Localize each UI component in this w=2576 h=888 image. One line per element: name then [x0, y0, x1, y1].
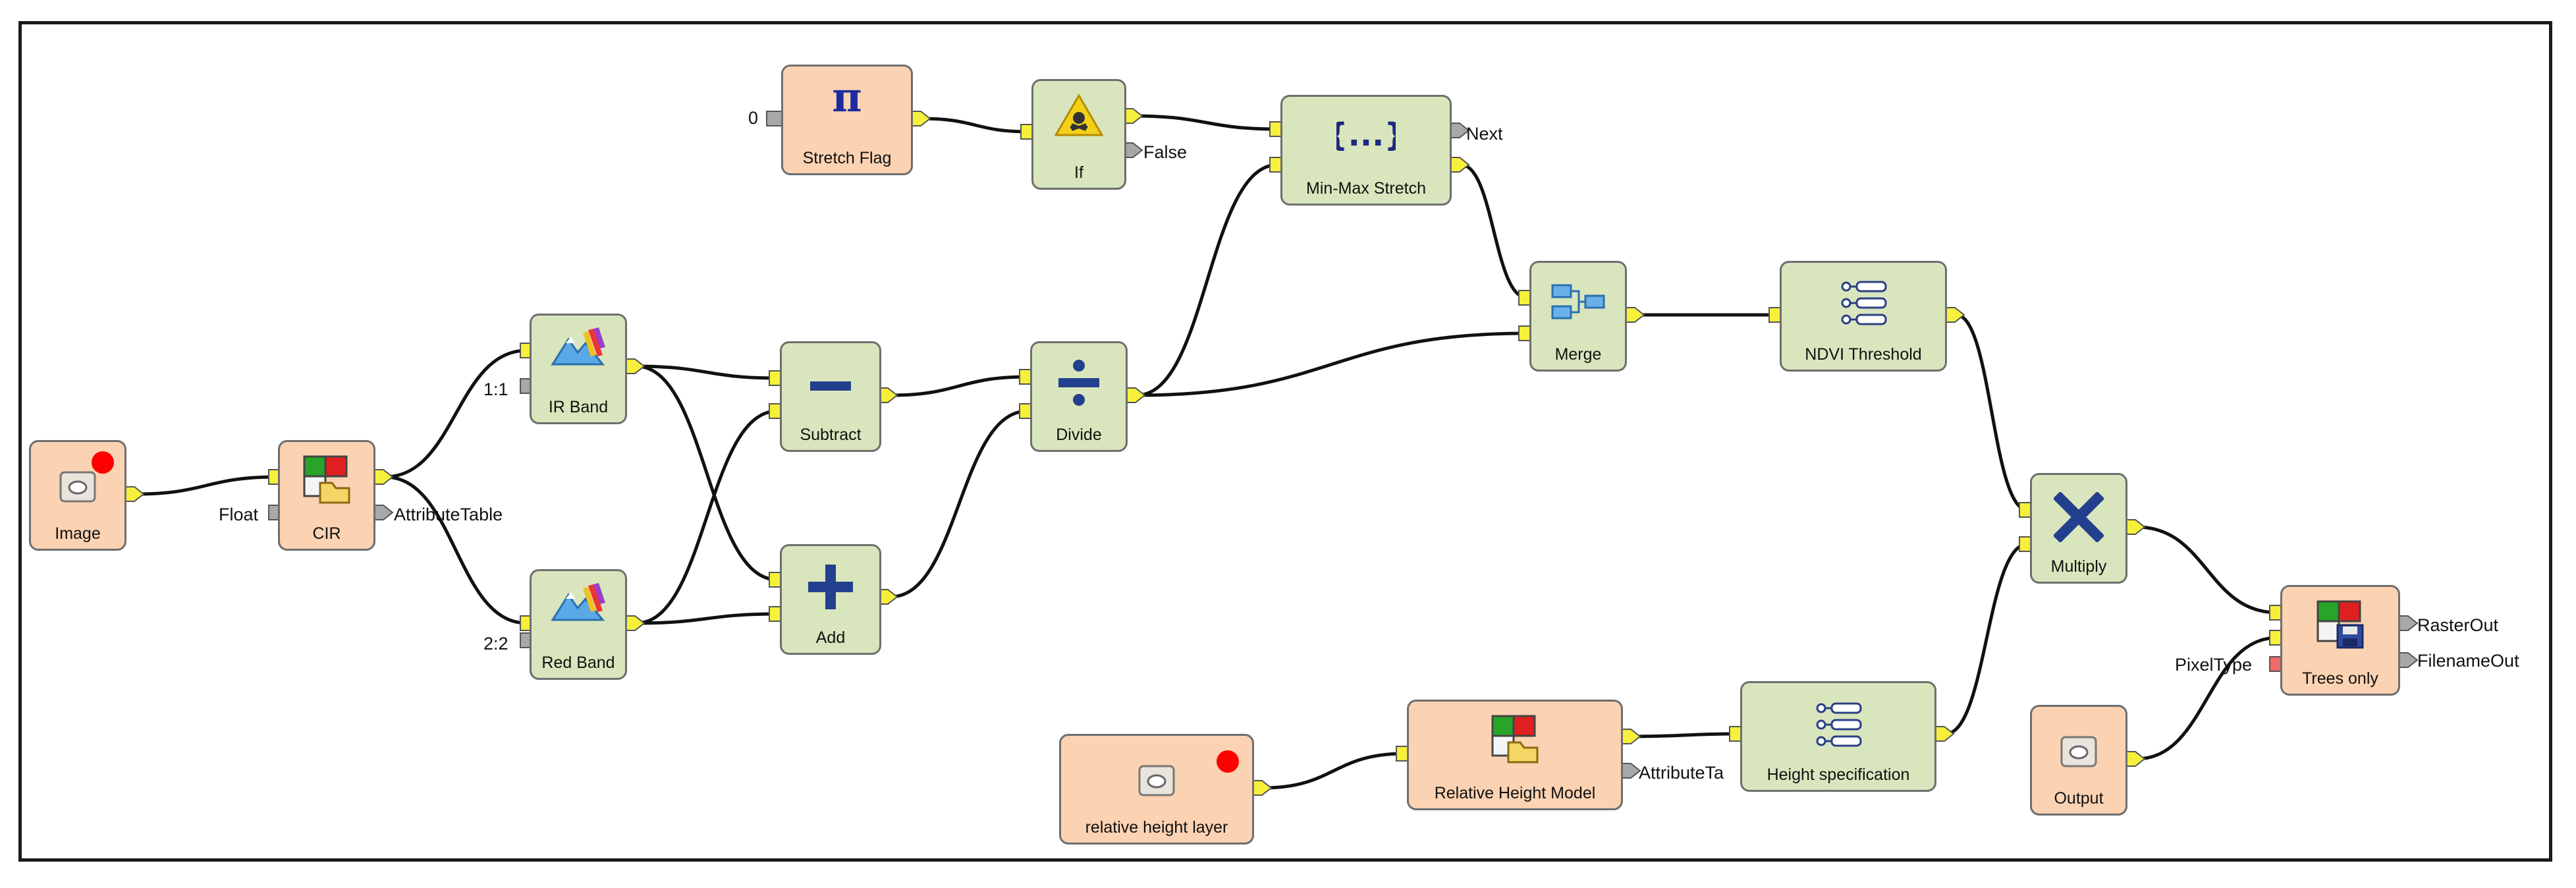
cir-node[interactable]: CIR [278, 440, 375, 551]
connection-redband-add[interactable] [636, 612, 778, 625]
input-data-icon [58, 470, 97, 504]
svg-text:{...}: {...} [1336, 117, 1396, 152]
port-label-false: False [1143, 142, 1188, 162]
raster-folder-icon [1489, 712, 1541, 765]
threshold-list-icon [1812, 700, 1865, 749]
relative-height-model-node[interactable]: Relative Height Model [1407, 700, 1623, 810]
multiply-label: Multiply [2050, 557, 2107, 576]
image-node[interactable]: Image [29, 440, 126, 551]
minus-icon [808, 376, 854, 396]
port-label-zero: 0 [748, 108, 759, 128]
if-label: If [1074, 163, 1083, 182]
multiply-node[interactable]: Multiply [2030, 473, 2127, 584]
connection-divide-merge[interactable] [1136, 331, 1527, 397]
trees-only-label: Trees only [2302, 669, 2378, 688]
red-band-label: Red Band [541, 653, 615, 672]
add-label: Add [815, 628, 846, 647]
image-label: Image [55, 524, 101, 543]
connection-ndvi-multiply[interactable] [1956, 313, 2028, 512]
merge-label: Merge [1554, 345, 1602, 364]
input-marker [92, 451, 114, 474]
raster-save-icon [2314, 597, 2367, 650]
connection-minmax-merge[interactable] [1460, 163, 1527, 300]
subtract-label: Subtract [800, 426, 862, 444]
raster-folder-icon [300, 453, 353, 505]
port-label-pixeltype: PixelType [2175, 655, 2253, 675]
stretch-flag-label: Stretch Flag [802, 149, 892, 167]
connection-irband-add[interactable] [636, 364, 778, 582]
band-extract-icon [550, 326, 607, 374]
svg-text:π: π [832, 77, 862, 119]
connection-image-cir[interactable] [135, 475, 277, 496]
connection-if-minmax[interactable] [1134, 114, 1278, 131]
height-specification-label: Height specification [1767, 765, 1910, 784]
input-marker [1217, 750, 1239, 773]
input-data-icon [1137, 763, 1176, 798]
merge-icon [1550, 281, 1606, 323]
relative-height-layer-label: relative height layer [1085, 818, 1228, 837]
port-label-rasterout: RasterOut [2417, 615, 2499, 635]
connection-rhlayer-rhm[interactable] [1263, 752, 1405, 790]
stretch-flag-node[interactable]: π Stretch Flag [781, 65, 913, 175]
output-node[interactable]: Output [2030, 705, 2127, 816]
trees-only-node[interactable]: Trees only [2280, 585, 2400, 696]
port-label-band-1-1: 1:1 [483, 379, 508, 399]
input-data-icon [2059, 735, 2098, 769]
ndvi-threshold-label: NDVI Threshold [1805, 345, 1922, 364]
subtract-node[interactable]: Subtract [780, 341, 881, 452]
relative-height-model-label: Relative Height Model [1434, 784, 1596, 802]
connection-cir-redband[interactable] [384, 475, 528, 625]
relative-height-layer-node[interactable]: relative height layer [1059, 734, 1254, 845]
port-label-float: Float [219, 505, 259, 524]
band-extract-icon [550, 582, 607, 629]
output-label: Output [2054, 789, 2104, 808]
divide-icon [1056, 356, 1102, 409]
divide-label: Divide [1056, 426, 1102, 444]
multiply-icon [2054, 492, 2104, 542]
cir-label: CIR [312, 524, 341, 543]
connection-divide-minmax[interactable] [1136, 163, 1278, 397]
add-node[interactable]: Add [780, 544, 881, 655]
merge-node[interactable]: Merge [1529, 261, 1627, 372]
connection-subtract-divide[interactable] [890, 375, 1028, 397]
port-label-attributetable: AttributeTable [394, 505, 503, 524]
port-label-next: Next [1466, 124, 1503, 144]
port-label-filenameout: FilenameOut [2417, 651, 2519, 671]
connection-irband-subtract[interactable] [636, 364, 778, 380]
iterator-icon: {...} [1336, 115, 1396, 152]
height-specification-node[interactable]: Height specification [1740, 681, 1936, 792]
ndvi-threshold-node[interactable]: NDVI Threshold [1780, 261, 1947, 372]
connection-heightspec-multiply[interactable] [1945, 542, 2028, 736]
ir-band-label: IR Band [548, 398, 609, 416]
threshold-list-icon [1837, 279, 1890, 327]
connection-redband-subtract[interactable] [636, 409, 778, 625]
connection-cir-irband[interactable] [384, 348, 528, 479]
if-node[interactable]: If [1031, 79, 1126, 190]
minmax-stretch-node[interactable]: {...} Min-Max Stretch [1280, 95, 1452, 206]
connection-stretchflag-if[interactable] [921, 117, 1029, 134]
red-band-node[interactable]: Red Band [530, 569, 627, 680]
divide-node[interactable]: Divide [1030, 341, 1128, 452]
warning-icon [1053, 93, 1105, 139]
pi-icon: π [824, 77, 870, 119]
connection-add-divide[interactable] [890, 409, 1028, 599]
port-label-band-2-2: 2:2 [483, 634, 508, 653]
connection-rhm-heightspec[interactable] [1631, 732, 1738, 738]
connection-output-treesonly[interactable] [2136, 636, 2278, 761]
minmax-stretch-label: Min-Max Stretch [1306, 179, 1426, 198]
connection-multiply-treesonly[interactable] [2136, 525, 2278, 615]
plus-icon [806, 562, 856, 612]
port-label-attributetable-rhm: AttributeTa [1639, 763, 1724, 783]
ir-band-node[interactable]: IR Band [530, 314, 627, 424]
